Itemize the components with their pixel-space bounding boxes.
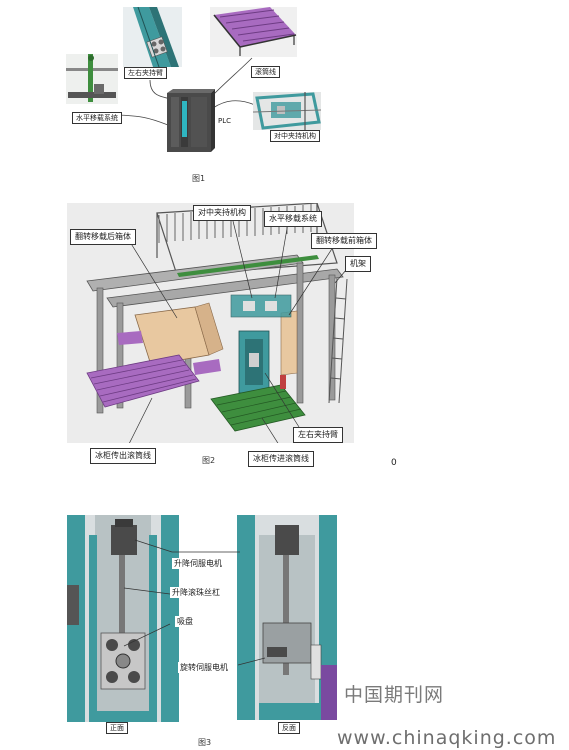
back-view-render — [237, 515, 337, 720]
clamp-arm-drawing — [133, 7, 179, 67]
plc-label: PLC — [218, 117, 232, 125]
label-in-line: 冰柜传进滚筒线 — [248, 451, 314, 467]
label-center-clamp: 对中夹持机构 — [270, 130, 320, 143]
label-rotate-servo: 旋转伺服电机 — [178, 662, 230, 673]
horizontal-system-drawing — [66, 54, 118, 102]
label-suction-cup: 吸盘 — [175, 616, 195, 627]
label-left-right-arm: 左右夹持臂 — [124, 67, 167, 80]
label-ball-screw: 升降滚珠丝杠 — [170, 587, 222, 598]
figure-3-caption: 图3 — [198, 738, 212, 747]
label-rear-box: 翻转移载后箱体 — [70, 229, 136, 245]
clamp-arm-photo — [123, 7, 182, 67]
label-left-right-arm-2: 左右夹持臂 — [293, 427, 343, 443]
horizontal-system-photo — [66, 54, 118, 104]
plc-drawing — [167, 89, 215, 152]
figure-3-leaders — [123, 539, 266, 666]
roller-line-photo — [210, 7, 297, 57]
label-center-clamp-2: 对中夹持机构 — [193, 205, 251, 221]
label-roller-line: 滚筒线 — [251, 66, 280, 79]
label-front-view: 正面 — [106, 722, 128, 735]
flipping-machine-render — [67, 203, 354, 443]
label-back-view: 反面 — [278, 722, 300, 735]
label-frame: 机架 — [345, 256, 371, 272]
back-view-drawing — [237, 515, 337, 720]
label-horizontal-system: 水平移载系统 — [72, 112, 122, 125]
stray-mark: 0 — [391, 458, 397, 468]
center-clamp-drawing — [253, 92, 321, 130]
label-out-line: 冰柜传出滚筒线 — [90, 448, 156, 464]
plc-unit — [167, 89, 215, 152]
center-clamp-photo — [253, 92, 321, 130]
watermark-url: www.chinaqking.com — [337, 727, 557, 749]
label-horizontal-system-2: 水平移载系统 — [264, 211, 322, 227]
figure-1-caption: 图1 — [192, 174, 206, 183]
watermark-cn: 中国期刊网 — [344, 684, 445, 706]
roller-line-drawing — [213, 7, 297, 56]
label-lift-servo: 升降伺服电机 — [172, 558, 224, 569]
front-view-render — [67, 515, 179, 722]
flipping-machine-drawing — [86, 203, 353, 443]
figure-2-caption: 图2 — [202, 456, 216, 465]
label-front-box: 翻转移载前箱体 — [311, 233, 377, 249]
